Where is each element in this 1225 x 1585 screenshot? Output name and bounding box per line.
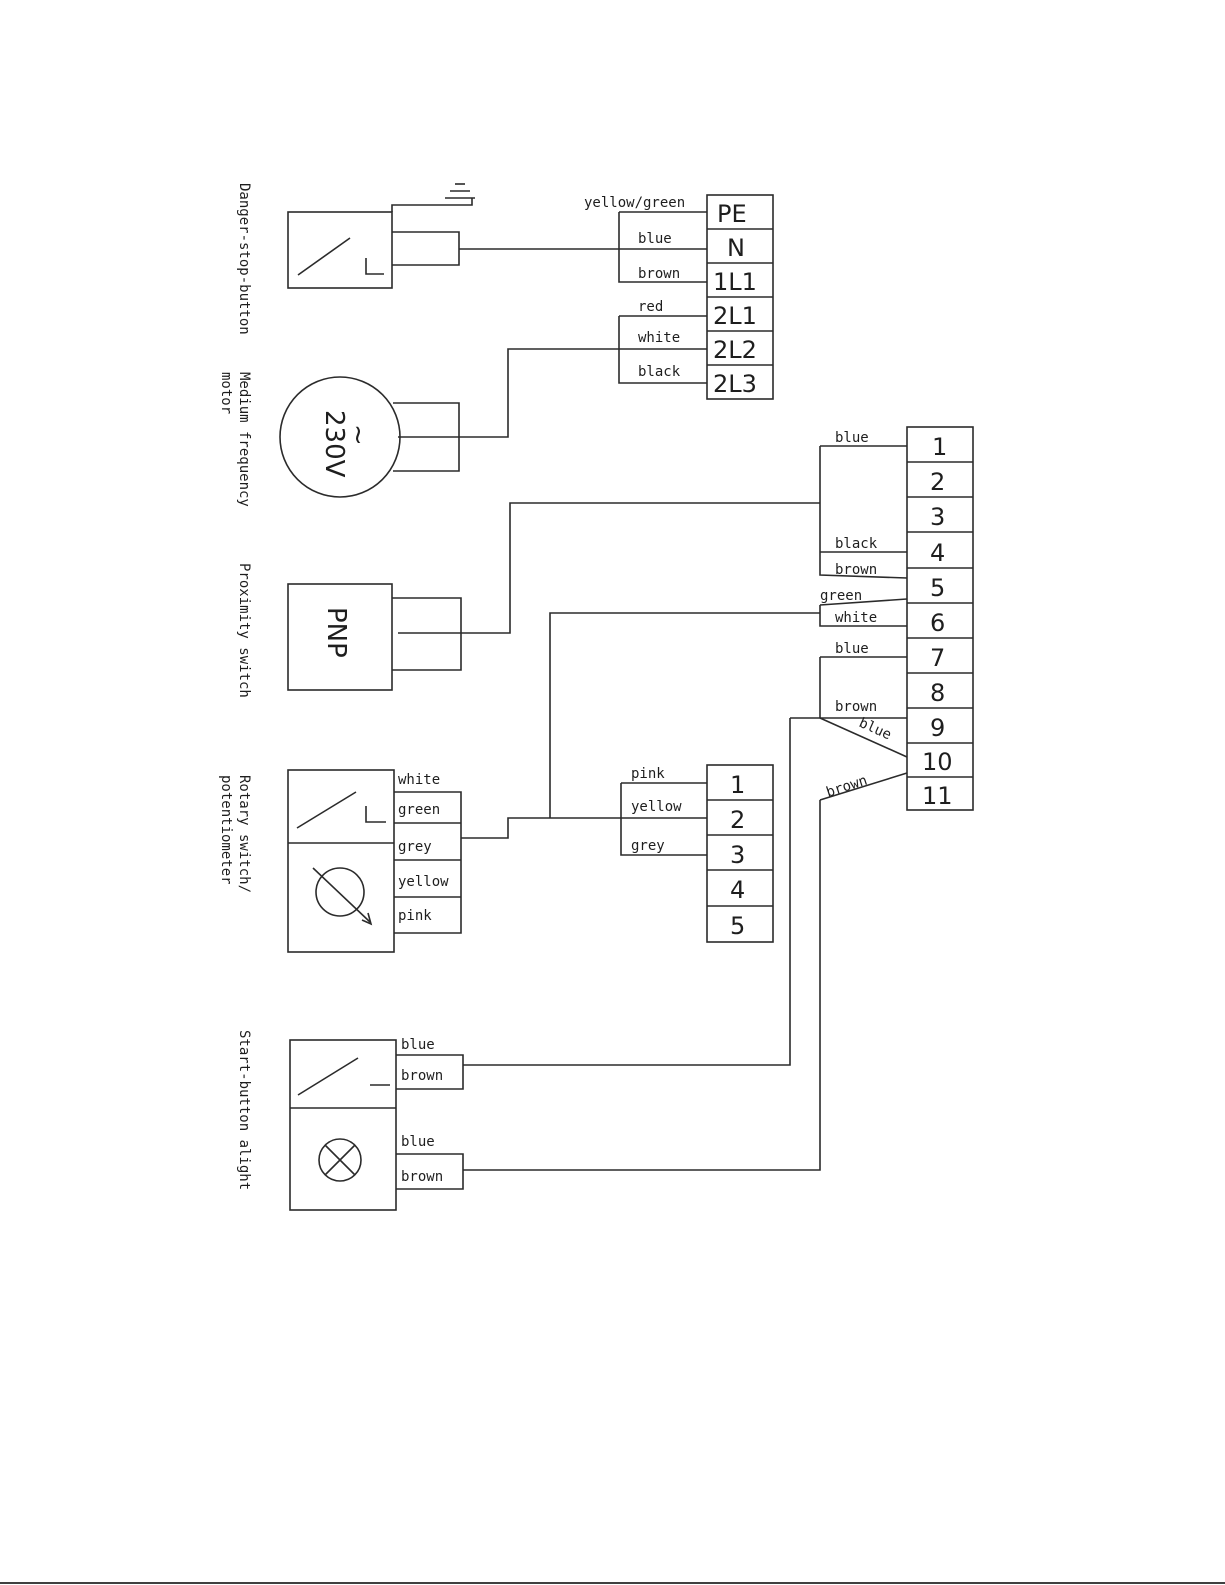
power-terminal-2l1: 2L1 bbox=[713, 302, 757, 330]
control-terminal-5: 5 bbox=[930, 574, 945, 602]
wire-label-t5-green: green bbox=[820, 588, 862, 604]
proximity-type: PNP bbox=[321, 607, 351, 658]
control-terminal-10: 10 bbox=[922, 748, 953, 776]
pot-wire-grey: grey bbox=[631, 838, 665, 854]
control-terminal-2: 2 bbox=[930, 468, 945, 496]
wire-label-yellow-green: yellow/green bbox=[584, 195, 685, 211]
start-wire-brown-2: brown bbox=[401, 1169, 443, 1185]
wire-label-blue-n: blue bbox=[638, 231, 672, 247]
pot-terminal-2: 2 bbox=[730, 806, 745, 834]
control-terminal-3: 3 bbox=[930, 503, 945, 531]
rotary-wire-pink: pink bbox=[398, 908, 432, 924]
control-terminal-7: 7 bbox=[930, 644, 945, 672]
start-wire-blue-1: blue bbox=[401, 1037, 435, 1053]
proximity-device: PNP bbox=[287, 502, 820, 691]
pot-terminal-4: 4 bbox=[730, 876, 745, 904]
wire-label-t1-blue: blue bbox=[835, 430, 869, 446]
pot-terminal-3: 3 bbox=[730, 841, 745, 869]
wire-label-t11-brown: brown bbox=[824, 773, 869, 801]
control-terminal-block: 1 2 3 4 5 6 7 8 9 10 11 blue black brown… bbox=[790, 426, 974, 811]
motor-device: ~ 230V bbox=[279, 348, 619, 498]
wire-label-red: red bbox=[638, 299, 663, 315]
start-button-title: Start-button alight bbox=[236, 1030, 252, 1190]
control-terminal-6: 6 bbox=[930, 609, 945, 637]
rotary-title-line1: Rotary switch/ bbox=[236, 775, 252, 893]
motor-symbol: ~ bbox=[343, 424, 373, 446]
pot-terminal-block: 1 2 3 4 5 pink yellow grey bbox=[620, 764, 774, 943]
power-terminal-2l2: 2L2 bbox=[713, 336, 757, 364]
pot-wire-pink: pink bbox=[631, 766, 665, 782]
danger-stop-device bbox=[287, 183, 619, 289]
rotary-title-line2: potentiometer bbox=[218, 775, 234, 885]
control-terminal-4: 4 bbox=[930, 539, 945, 567]
control-terminal-9: 9 bbox=[930, 714, 945, 742]
motor-voltage: 230V bbox=[319, 410, 349, 478]
start-wire-blue-2: blue bbox=[401, 1134, 435, 1150]
pot-wire-yellow: yellow bbox=[631, 799, 682, 815]
rotary-device: white green grey yellow pink bbox=[287, 612, 820, 953]
power-terminal-pe: PE bbox=[717, 200, 747, 228]
wire-label-brown-1l1: brown bbox=[638, 266, 680, 282]
start-wire-brown-1: brown bbox=[401, 1068, 443, 1084]
wire-label-t4-black: black bbox=[835, 536, 878, 552]
rotary-wire-green: green bbox=[398, 802, 440, 818]
wire-label-t5-brown: brown bbox=[835, 562, 877, 578]
power-terminal-n: N bbox=[727, 234, 745, 262]
power-terminal-2l3: 2L3 bbox=[713, 370, 757, 398]
wire-label-t9-blue: blue bbox=[856, 715, 893, 743]
wire-label-black: black bbox=[638, 364, 681, 380]
wire-label-t7-blue: blue bbox=[835, 641, 869, 657]
danger-stop-title: Danger-stop-button bbox=[236, 183, 252, 335]
proximity-title: Proximity switch bbox=[236, 563, 252, 698]
control-terminal-8: 8 bbox=[930, 679, 945, 707]
rotary-wire-yellow: yellow bbox=[398, 874, 449, 890]
power-terminal-1l1: 1L1 bbox=[713, 268, 757, 296]
control-terminal-11: 11 bbox=[922, 782, 953, 810]
motor-title-line1: Medium frequency bbox=[236, 372, 252, 507]
rotary-wire-grey: grey bbox=[398, 839, 432, 855]
power-terminal-block: PE N 1L1 2L1 2L2 2L3 yellow/green blue b… bbox=[584, 194, 774, 400]
rotary-wire-white: white bbox=[398, 772, 440, 788]
wire-label-t6-white: white bbox=[835, 610, 877, 626]
pot-terminal-5: 5 bbox=[730, 912, 745, 940]
motor-title-line2: motor bbox=[218, 372, 234, 414]
wire-label-t9-brown: brown bbox=[835, 699, 877, 715]
start-button-device: blue brown blue brown bbox=[289, 718, 821, 1211]
pot-terminal-1: 1 bbox=[730, 771, 745, 799]
wire-label-white-2l2: white bbox=[638, 330, 680, 346]
control-terminal-1: 1 bbox=[932, 433, 947, 461]
